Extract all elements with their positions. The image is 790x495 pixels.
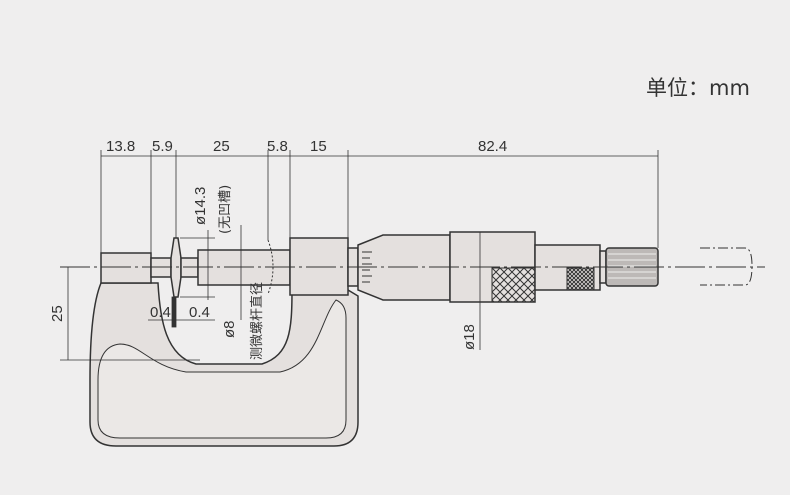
dim-5-8: 5.8	[267, 138, 288, 155]
dimension-lines	[60, 150, 659, 361]
height-25: 25	[49, 305, 66, 322]
knurling	[362, 251, 656, 303]
ghost-outline	[700, 247, 753, 286]
dim-82-4: 82.4	[478, 138, 507, 155]
frame	[89, 282, 359, 447]
dim-5-9: 5.9	[152, 138, 173, 155]
thimble-diameter: ø18	[461, 324, 478, 350]
gap-left: 0.4	[150, 304, 171, 321]
unit-label: 单位：mm	[646, 76, 750, 100]
spindle-diameter: ø8	[221, 320, 238, 338]
dim-25: 25	[213, 138, 230, 155]
dim-13-8: 13.8	[106, 138, 135, 155]
anvil-diameter: ø14.3	[192, 187, 209, 225]
spindle-note: 测微螺杆直径	[250, 282, 265, 360]
anvil-note: (无凹槽)	[218, 185, 233, 234]
dim-15: 15	[310, 138, 327, 155]
gap-right: 0.4	[189, 304, 210, 321]
